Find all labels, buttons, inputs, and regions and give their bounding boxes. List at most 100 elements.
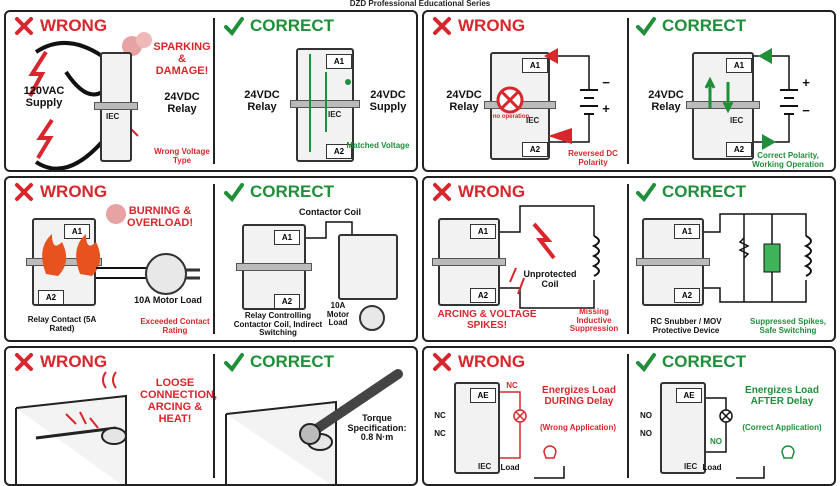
control-relay: A1 A2 bbox=[236, 224, 312, 310]
iec-label: IEC bbox=[106, 112, 120, 121]
relay-label: 24VDC Relay bbox=[648, 89, 684, 113]
motor-icon bbox=[145, 253, 187, 295]
motor-label: 10A Motor Load bbox=[134, 295, 202, 305]
torque-wrench-icon bbox=[307, 369, 403, 437]
series-title: DZD Professional Educational Series bbox=[349, 0, 491, 8]
panel-inductive-suppression: WRONG A1 A2 Unprotected Coil ARCING & VO… bbox=[422, 176, 836, 342]
terminal-a2: A2 bbox=[470, 288, 496, 303]
lightning-bolt-icon bbox=[36, 118, 54, 160]
wrong-caption: Energizes Load DURING Delay bbox=[542, 385, 616, 407]
arcing-alert: ARCING & VOLTAGE SPIKES! bbox=[437, 309, 537, 331]
device-label: RC Snubber / MOV Protective Device bbox=[650, 317, 722, 335]
relay-label: Relay Controlling Contactor Coil, Indire… bbox=[233, 311, 323, 338]
terminal-a1: A1 bbox=[326, 54, 352, 69]
x-mark-icon bbox=[15, 17, 33, 35]
supply-label: 24VDC Supply bbox=[369, 89, 407, 113]
terminal-a1: A1 bbox=[522, 58, 548, 73]
check-mark-icon bbox=[224, 353, 244, 372]
terminal-ae: AE bbox=[676, 388, 702, 403]
correct-timer-relay: AE IEC bbox=[660, 382, 706, 474]
correct-header: CORRECT bbox=[636, 16, 746, 36]
wrong-header: WRONG bbox=[432, 352, 525, 372]
sparking-alert: SPARKING & DAMAGE! bbox=[153, 41, 211, 77]
arrow-icon bbox=[544, 48, 558, 64]
load-label: Load bbox=[500, 463, 520, 472]
wrong-caption: Missing Inductive Suppression bbox=[569, 307, 619, 334]
relay-label: 24VDC Relay bbox=[446, 89, 482, 113]
terminal-a2: A2 bbox=[274, 294, 300, 309]
panel-timer-contacts: WRONG AE IEC NC NC NC Energizes Load DUR… bbox=[422, 346, 836, 486]
terminal-a1: A1 bbox=[470, 224, 496, 239]
correct-header: CORRECT bbox=[224, 182, 334, 202]
panel-contact-rating: WRONG BURNING & OVERLOAD! A1 A2 Relay Co… bbox=[4, 176, 418, 342]
nc-top-label: NC bbox=[506, 381, 518, 390]
heat-icon bbox=[102, 371, 117, 389]
load-label: Load bbox=[702, 463, 722, 472]
check-mark-icon bbox=[636, 17, 656, 36]
correct-caption: Energizes Load AFTER Delay bbox=[745, 385, 819, 407]
battery-plus: + bbox=[602, 101, 610, 116]
terminal-a2: A2 bbox=[726, 142, 752, 157]
wrong-header: WRONG bbox=[14, 352, 107, 372]
resistor-icon bbox=[738, 237, 750, 259]
correct-caption: Suppressed Spikes, Safe Switching bbox=[749, 317, 827, 335]
wrong-caption: Wrong Voltage Type bbox=[154, 147, 210, 165]
flame-icon bbox=[42, 234, 67, 276]
battery-minus: − bbox=[602, 75, 610, 90]
light-bulb-icon bbox=[543, 445, 557, 459]
wrong-sub-caption: (Wrong Application) bbox=[540, 423, 616, 432]
relay-label: 24VDC Relay bbox=[164, 91, 200, 115]
battery-plus: + bbox=[802, 75, 810, 90]
wrong-header: WRONG bbox=[432, 16, 525, 36]
terminal-ae: AE bbox=[470, 388, 496, 403]
panel-divider bbox=[627, 184, 629, 334]
iec-label: IEC bbox=[684, 462, 698, 471]
spark-icon bbox=[532, 222, 556, 260]
arrow-icon bbox=[762, 134, 776, 150]
torque-wrench-drawing bbox=[225, 369, 403, 484]
correct-header: CORRECT bbox=[224, 352, 334, 372]
nc-label: NC bbox=[434, 411, 446, 420]
burning-alert: BURNING & OVERLOAD! bbox=[127, 205, 193, 229]
x-mark-icon bbox=[433, 183, 451, 201]
wrong-relay: IEC bbox=[94, 52, 138, 162]
terminal-a2: A2 bbox=[326, 144, 352, 159]
correct-header: CORRECT bbox=[636, 352, 746, 372]
wrong-polarity-drawing bbox=[496, 48, 598, 144]
no-label: NO bbox=[640, 429, 652, 438]
panel-divider bbox=[213, 18, 215, 164]
coil-label: Unprotected Coil bbox=[523, 269, 577, 289]
loose-terminal-drawing bbox=[15, 371, 127, 484]
relay-label: 24VDC Relay bbox=[244, 89, 280, 113]
correct-timer-drawing bbox=[706, 397, 795, 479]
panel-divider bbox=[627, 18, 629, 164]
no-operation-note: no operation bbox=[492, 114, 530, 120]
terminal-a1: A1 bbox=[726, 58, 752, 73]
panel-voltage-type: WRONG IEC SPARKING & DAMAGE! 120VAC Supp… bbox=[4, 10, 418, 172]
terminal-a2: A2 bbox=[522, 142, 548, 157]
motor-label: 10A Motor Load bbox=[326, 301, 350, 328]
correct-caption: Matched Voltage bbox=[346, 141, 410, 150]
flame-icon bbox=[76, 234, 101, 276]
wrong-header: WRONG bbox=[432, 182, 525, 202]
correct-rating-drawing bbox=[306, 221, 385, 331]
correct-suppression-drawing bbox=[704, 213, 812, 303]
motor-icon bbox=[359, 305, 385, 331]
x-mark-icon bbox=[433, 353, 451, 371]
arrow-icon bbox=[548, 128, 572, 144]
correct-polarity-drawing bbox=[704, 48, 798, 150]
torque-label: Torque Specification: 0.8 N·m bbox=[347, 413, 407, 443]
iec-label: IEC bbox=[328, 110, 342, 119]
x-mark-icon bbox=[433, 17, 451, 35]
spark-icon bbox=[65, 411, 99, 429]
correct-sub-caption: (Correct Application) bbox=[742, 423, 822, 432]
iec-label: IEC bbox=[730, 116, 744, 125]
terminal-a1: A1 bbox=[64, 224, 90, 239]
screw-icon bbox=[101, 427, 127, 445]
contact-label: Relay Contact (5A Rated) bbox=[27, 315, 97, 333]
battery-minus: − bbox=[802, 103, 810, 118]
lightning-bolt-icon bbox=[28, 50, 48, 97]
panel-divider bbox=[213, 184, 215, 334]
coil-label: Contactor Coil bbox=[299, 207, 361, 217]
terminal-a2: A2 bbox=[674, 288, 700, 303]
